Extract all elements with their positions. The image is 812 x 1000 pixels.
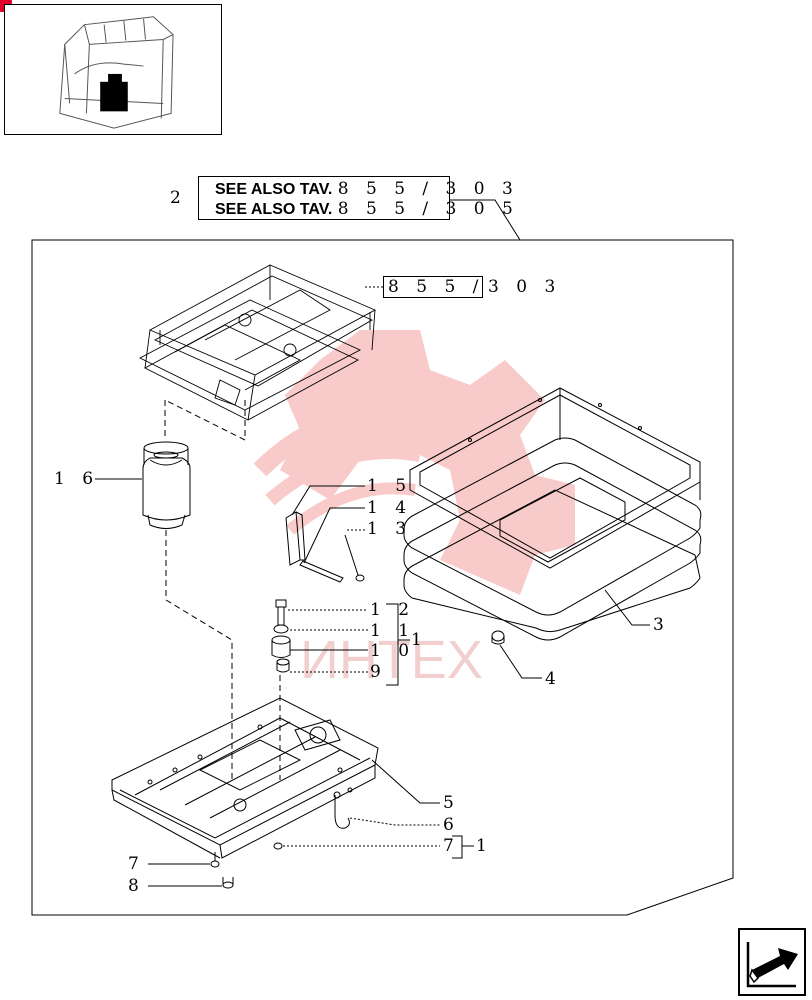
hook-part-6 [333,791,350,829]
callout-11[interactable]: 1 1 [370,621,416,641]
watermark-text: ИНТЕХ [300,630,483,690]
seat-base-part-5 [111,697,379,859]
callout-4[interactable]: 4 [545,669,556,689]
tractor-cab-icon [59,16,174,129]
cab-thumbnail [4,4,222,135]
callout-16[interactable]: 1 6 [54,469,100,489]
pin-part-13 [344,534,365,582]
subassembly-ref-box[interactable]: 8 5 5 / [383,276,483,298]
spacer-part-10 [271,635,291,658]
callout-10[interactable]: 1 0 [370,641,416,661]
bolt-part-8 [222,877,234,889]
callout-3[interactable]: 3 [653,615,664,635]
reference-line-2[interactable]: SEE ALSO TAV. 8 5 5 / 3 0 5 [215,199,519,219]
callout-7-left[interactable]: 7 [128,854,139,874]
suspension-frame [139,264,377,421]
callout-8[interactable]: 8 [128,876,139,896]
callout-5[interactable]: 5 [443,793,454,813]
callout-14[interactable]: 1 4 [367,498,413,518]
next-page-arrow-icon [746,942,798,988]
callout-7-right[interactable]: 7 [443,836,454,856]
callout-9[interactable]: 9 [370,662,381,682]
screw-part-7-right [273,842,283,850]
subassembly-ref-suffix: 3 0 3 [488,277,562,297]
next-page-button[interactable] [738,928,806,996]
rod-part-14 [299,560,344,583]
bellows-cover-part-3 [403,387,702,641]
ref-item-number: 2 [170,188,181,208]
callout-13[interactable]: 1 3 [367,519,413,539]
callout-6[interactable]: 6 [443,815,454,835]
assembly-frame [31,239,734,916]
screw-part-7-left [210,852,220,868]
fastener-part-4 [491,630,505,645]
watermark-gear-icon [253,330,575,595]
bolt-part-12 [275,599,287,626]
washer-part-11 [273,624,289,634]
reference-line-1[interactable]: SEE ALSO TAV. 8 5 5 / 3 0 3 [215,179,519,199]
reference-box: SEE ALSO TAV. 8 5 5 / 3 0 3 SEE ALSO TAV… [198,176,513,220]
air-spring-part-16 [142,441,191,529]
callout-1-base[interactable]: 1 [476,836,487,856]
bushing-part-9 [276,658,290,673]
callout-12[interactable]: 1 2 [370,600,416,620]
callout-15[interactable]: 1 5 [367,476,413,496]
callout-1-group[interactable]: 1 [411,630,422,650]
